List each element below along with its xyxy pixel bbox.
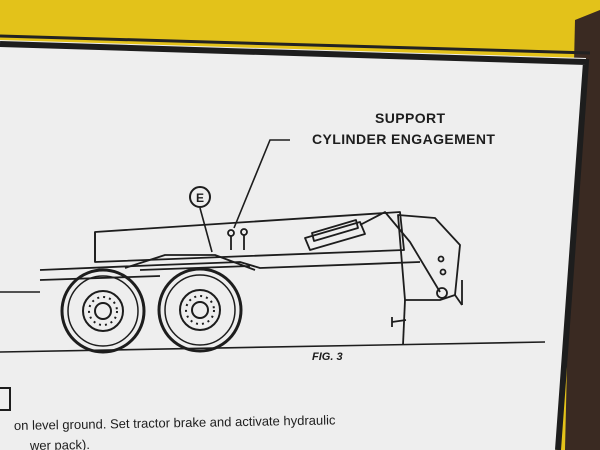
pivot-pin [436,287,448,299]
support-cylinder [304,219,366,251]
bolt [437,255,445,263]
marker-leader [199,207,213,253]
sheet-border [0,41,590,450]
sheet-edge-line [0,34,591,55]
marker-circle [189,186,211,208]
marker-label: E [196,191,204,205]
wheel-rear [60,268,146,354]
callout-support: SUPPORT [375,110,446,126]
bolt [439,268,447,276]
instruction-line-1: on level ground. Set tractor brake and a… [14,412,336,433]
step-box [0,387,11,411]
callout-leader [233,139,290,229]
manual-sheet [0,40,586,450]
wheel-front [157,267,243,353]
trailer-drawing [39,211,463,346]
trailer-lower-beam [39,261,421,271]
figure-caption: FIG. 3 [312,351,343,363]
cylinder-arm [359,211,441,293]
callout-cylinder-engagement: CYLINDER ENGAGEMENT [312,131,495,147]
instruction-line-2: wer pack). [29,437,90,450]
suspension-arm [124,254,256,271]
